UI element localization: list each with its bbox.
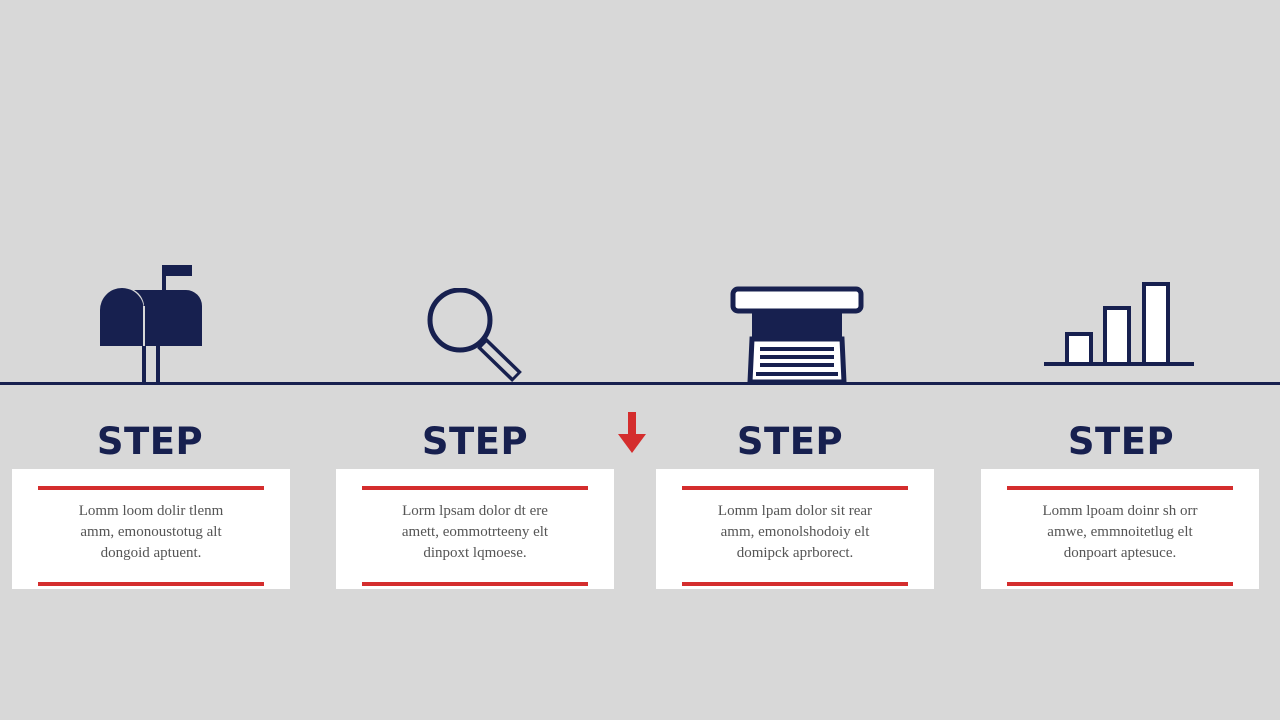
step-card-2: Lorm lpsam dolor dt ere amett, eommotrte… xyxy=(336,469,614,589)
card-bottom-rule xyxy=(682,582,908,586)
magnifier-icon xyxy=(426,288,526,384)
card-top-rule xyxy=(1007,486,1233,490)
step-description-2: Lorm lpsam dolor dt ere amett, eommotrte… xyxy=(356,501,594,564)
card-bottom-rule xyxy=(38,582,264,586)
timeline-line xyxy=(0,382,1280,385)
step-description-4: Lomm lpoam doinr sh orr amwe, emmnoitetl… xyxy=(1001,501,1239,564)
step-title-4: STEP xyxy=(1067,420,1175,463)
step-title-3: STEP xyxy=(736,420,844,463)
card-top-rule xyxy=(682,486,908,490)
description-line: amm, emonolshodoiy elt xyxy=(720,524,870,540)
down-arrow-icon xyxy=(616,410,648,461)
step-card-3: Lomm lpam dolor sit rear amm, emonolshod… xyxy=(656,469,934,589)
description-line: amett, eommotrteeny elt xyxy=(401,524,549,540)
description-line: amwe, emmnoitetlug elt xyxy=(1047,524,1193,540)
bar-chart-icon xyxy=(1042,280,1196,368)
printer-icon xyxy=(730,286,864,386)
card-bottom-rule xyxy=(1007,582,1233,586)
mailbox-icon xyxy=(96,262,208,386)
description-line: Lomm lpoam doinr sh orr xyxy=(1042,503,1198,519)
description-line: donpoart aptesuce. xyxy=(1063,545,1177,561)
card-top-rule xyxy=(38,486,264,490)
step-description-1: Lomm loom dolir tlenm amm, emonoustotug … xyxy=(32,501,270,564)
step-title-2: STEP xyxy=(421,420,529,463)
step-card-1: Lomm loom dolir tlenm amm, emonoustotug … xyxy=(12,469,290,589)
description-line: dinpoxt lqmoese. xyxy=(423,545,527,561)
description-line: dongoid aptuent. xyxy=(100,545,202,561)
description-line: amm, emonoustotug alt xyxy=(80,524,222,540)
description-line: domipck aprborect. xyxy=(736,545,854,561)
description-line: Lomm loom dolir tlenm xyxy=(78,503,224,519)
step-card-4: Lomm lpoam doinr sh orr amwe, emmnoitetl… xyxy=(981,469,1259,589)
card-top-rule xyxy=(362,486,588,490)
step-description-3: Lomm lpam dolor sit rear amm, emonolshod… xyxy=(676,501,914,564)
description-line: Lomm lpam dolor sit rear xyxy=(717,503,873,519)
description-line: Lorm lpsam dolor dt ere xyxy=(402,503,548,519)
step-title-1: STEP xyxy=(96,420,204,463)
card-bottom-rule xyxy=(362,582,588,586)
